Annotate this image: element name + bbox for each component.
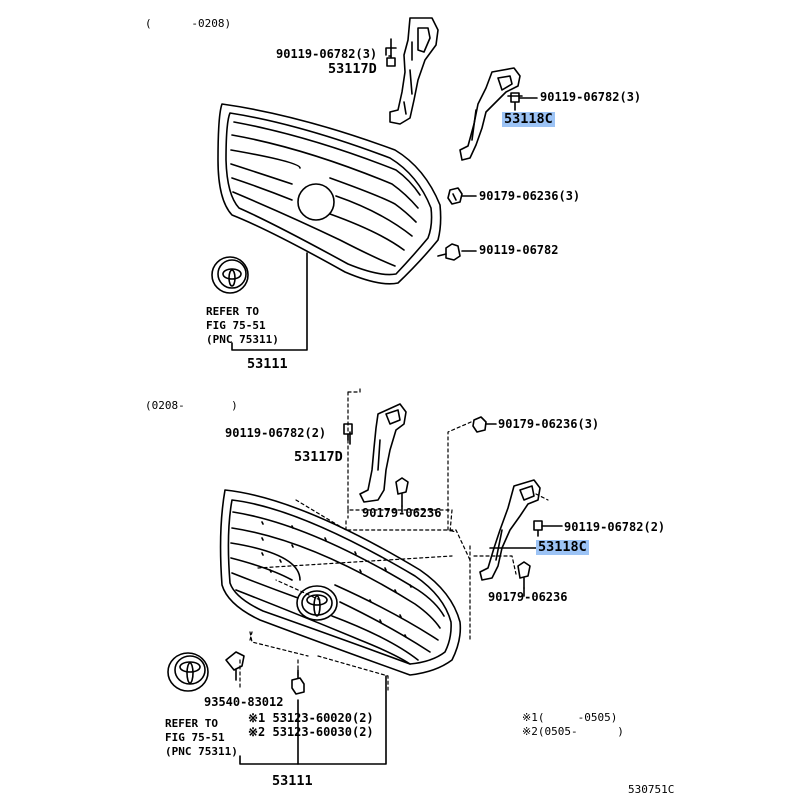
bottom-grille-label: 53111 <box>272 773 313 789</box>
retainer-label: 93540-83012 <box>204 695 284 709</box>
bottom-emblem-ref-2: FIG 75-51 <box>165 731 225 744</box>
top-clip-label: 90179-06236(3) <box>479 189 581 203</box>
retainer-part <box>225 651 245 681</box>
top-bracket-right <box>459 67 523 161</box>
nut-part <box>291 669 305 695</box>
bottom-clip-top <box>472 416 497 433</box>
bottom-bolt-right-label: 90119-06782(2) <box>564 520 666 534</box>
bottom-bracket-left-label: 53117D <box>294 449 343 465</box>
bottom-clip-left-label: 90179-06236 <box>362 506 442 520</box>
bottom-emblem-ref-1: REFER TO <box>165 717 218 730</box>
bottom-bracket-left <box>343 403 407 503</box>
top-grille-label: 53111 <box>247 356 288 372</box>
top-screw-label: 90119-06782 <box>479 243 559 257</box>
note-2: ※2(0505- ) <box>522 725 624 738</box>
top-emblem-ref-3: (PNC 75311) <box>206 333 279 346</box>
top-bolt-right-label: 90119-06782(3) <box>540 90 642 104</box>
bottom-clip-left <box>395 477 409 507</box>
bottom-bracket-right-label: 53118C <box>536 539 589 555</box>
period-bottom: (0208- ) <box>145 399 238 412</box>
top-bracket-left-label: 53117D <box>328 61 377 77</box>
nut1-label: ※1 53123-60020(2) <box>248 711 374 725</box>
top-screw <box>437 243 461 261</box>
note-1: ※1( -0505) <box>522 711 618 724</box>
bottom-clip-right <box>517 561 531 589</box>
bottom-emblem <box>167 652 209 692</box>
top-bolt-left-label: 90119-06782(3) <box>276 47 378 61</box>
top-emblem-ref-2: FIG 75-51 <box>206 319 266 332</box>
bottom-bolt-left-label: 90119-06782(2) <box>225 426 327 440</box>
figure-code: 530751C <box>628 783 675 796</box>
bottom-bracket-right <box>479 479 563 581</box>
top-emblem-ref-1: REFER TO <box>206 305 259 318</box>
top-grille <box>217 103 442 351</box>
top-bracket-left <box>385 17 439 125</box>
nut2-label: ※2 53123-60030(2) <box>248 725 374 739</box>
bottom-clip-right-label: 90179-06236 <box>488 590 568 604</box>
bottom-dashed-lines <box>239 385 549 691</box>
top-emblem <box>211 256 249 294</box>
top-bracket-right-label: 53118C <box>502 111 555 127</box>
top-clip <box>447 187 463 205</box>
bottom-grille <box>219 489 462 765</box>
bottom-clip-top-label: 90179-06236(3) <box>498 417 600 431</box>
period-top: ( -0208) <box>145 17 232 30</box>
bottom-emblem-ref-3: (PNC 75311) <box>165 745 238 758</box>
